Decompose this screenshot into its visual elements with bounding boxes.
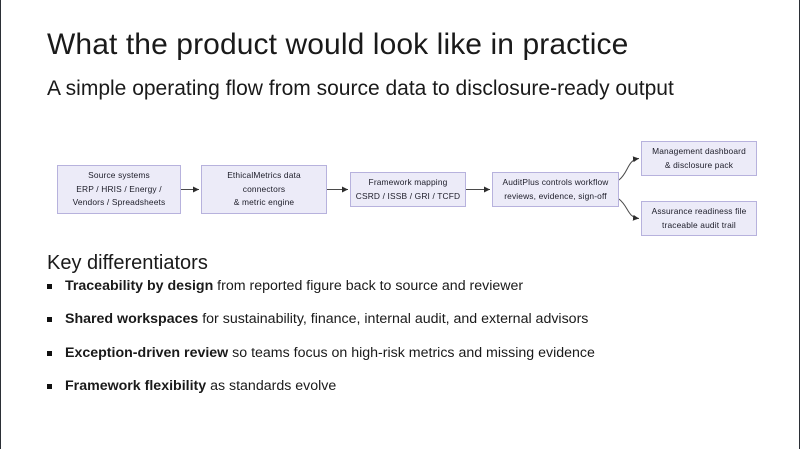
key-differentiators-heading: Key differentiators <box>47 252 208 274</box>
page-title: What the product would look like in prac… <box>47 28 629 61</box>
list-item-rest: from reported figure back to source and … <box>213 278 524 294</box>
list-item: Framework flexibility as standards evolv… <box>47 377 707 395</box>
list-item-text: Framework flexibility as standards evolv… <box>65 377 336 395</box>
flow-node-assurance-readiness[interactable]: Assurance readiness file traceable audit… <box>641 201 757 236</box>
flow-node-ethicalmetrics-connectors[interactable]: EthicalMetrics data connectors & metric … <box>201 165 327 214</box>
list-item-text: Exception-driven review so teams focus o… <box>65 344 595 362</box>
list-item-text: Traceability by design from reported fig… <box>65 277 523 295</box>
node-line: traceable audit trail <box>662 219 736 230</box>
flow-node-framework-mapping[interactable]: Framework mapping CSRD / ISSB / GRI / TC… <box>350 172 466 207</box>
node-line: reviews, evidence, sign-off <box>504 190 607 201</box>
arrow-workflow-to-assurance <box>618 198 640 221</box>
bullet-square-icon <box>47 317 52 323</box>
node-line: EthicalMetrics data <box>227 170 301 181</box>
list-item-rest: as standards evolve <box>206 378 337 395</box>
key-differentiators-list: Traceability by design from reported fig… <box>47 277 707 411</box>
list-item: Exception-driven review so teams focus o… <box>47 344 707 362</box>
node-line: ERP / HRIS / Energy / <box>76 183 162 194</box>
list-item-lead: Traceability by design <box>65 278 214 294</box>
node-line: connectors <box>242 183 286 194</box>
list-item-text: Shared workspaces for sustainability, fi… <box>65 310 588 328</box>
node-line: Management dashboard <box>652 145 746 156</box>
list-item: Traceability by design from reported fig… <box>47 277 707 295</box>
node-line: & metric engine <box>233 197 295 208</box>
list-item: Shared workspaces for sustainability, fi… <box>47 310 707 328</box>
list-item-lead: Exception-driven review <box>65 344 229 361</box>
flow-node-management-dashboard[interactable]: Management dashboard & disclosure pack <box>641 141 757 176</box>
bullet-square-icon <box>47 384 52 390</box>
list-item-lead: Framework flexibility <box>65 378 207 395</box>
bullet-square-icon <box>47 350 52 356</box>
node-line: CSRD / ISSB / GRI / TCFD <box>355 190 461 201</box>
page-subtitle: A simple operating flow from source data… <box>47 77 674 100</box>
bullet-square-icon <box>47 284 52 289</box>
node-line: Assurance readiness file <box>651 205 747 216</box>
list-item-rest: so teams focus on high-risk metrics and … <box>228 344 595 361</box>
node-line: & disclosure pack <box>664 159 734 170</box>
node-line: Vendors / Spreadsheets <box>72 197 166 208</box>
node-line: AuditPlus controls workflow <box>502 176 609 187</box>
list-item-lead: Shared workspaces <box>65 311 199 328</box>
list-item-rest: for sustainability, finance, internal au… <box>198 311 589 328</box>
flow-node-auditplus-workflow[interactable]: AuditPlus controls workflow reviews, evi… <box>492 172 619 207</box>
node-line: Framework mapping <box>368 176 448 187</box>
node-line: Source systems <box>88 170 150 181</box>
flow-node-source-systems[interactable]: Source systems ERP / HRIS / Energy / Ven… <box>57 165 181 214</box>
arrow-workflow-to-dashboard <box>618 156 640 181</box>
